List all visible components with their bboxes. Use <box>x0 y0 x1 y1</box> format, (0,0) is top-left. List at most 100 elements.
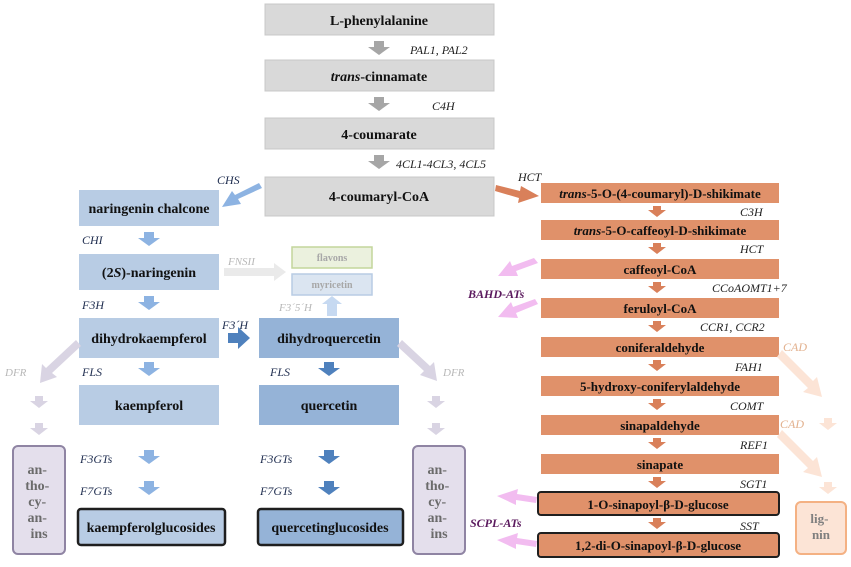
node-disinapoylglucose-box <box>537 532 780 558</box>
node-sinapoylglucose-box <box>537 491 780 516</box>
enzyme-cad-top: CAD <box>783 340 807 354</box>
enzyme-comt: COMT <box>730 399 765 413</box>
enzyme-f3h: F3H <box>81 298 105 312</box>
arrow-f35h <box>322 296 342 316</box>
arrow-f7gts-left <box>138 481 160 495</box>
arrow-dfr-right-diag <box>397 340 437 381</box>
enzyme-f3gts-right: F3GTs <box>259 452 293 466</box>
enzyme-4cl: 4CL1-4CL3, 4CL5 <box>396 157 486 171</box>
node-dihydroquercetin-box <box>259 318 399 358</box>
node-caffeoylcoa: caffeoyl-CoA <box>624 262 698 277</box>
enzyme-f35h: F3´5´H <box>278 302 313 314</box>
enzyme-ccr: CCR1, CCR2 <box>700 320 765 334</box>
node-anthocyanins-left-box <box>12 445 66 555</box>
node-naringenin-chalcone-box <box>79 190 219 226</box>
node-hydroxyconiferylaldehyde-box <box>541 376 779 396</box>
arrow-comt <box>648 399 666 410</box>
arrow-cad-top-down <box>819 418 837 430</box>
enzyme-f3prime-h: F3´H <box>221 318 249 332</box>
arrow-bahd-down <box>498 299 538 318</box>
arrow-phe-cinnamate <box>368 41 390 55</box>
node-hydroxyconiferylaldehyde: 5-hydroxy-coniferylaldehyde <box>580 379 740 394</box>
enzyme-dfr-left: DFR <box>4 367 27 379</box>
arrow-bahd-up <box>498 258 538 276</box>
node-shik1-box <box>541 183 779 203</box>
enzyme-hct-top: HCT <box>517 170 543 184</box>
node-quercetinglucosides: quercetinglucosides <box>271 521 389 536</box>
enzyme-f7gts-left: F7GTs <box>79 484 113 498</box>
node-phe: L-phenylalanine <box>330 14 428 29</box>
node-sinapaldehyde: sinapaldehyde <box>620 418 700 433</box>
arrow-sst <box>648 518 666 529</box>
arrow-f3prime-h <box>228 327 250 349</box>
node-disinapoylglucose: 1,2-di-O-sinapoyl-β-D-glucose <box>575 538 741 553</box>
arrow-f3gts-right <box>318 450 340 464</box>
node-naringenin-chalcone: naringenin chalcone <box>89 202 210 217</box>
enzyme-c3h: C3H <box>740 205 764 219</box>
enzyme-chi: CHI <box>82 233 104 247</box>
arrow-sgt1 <box>648 477 666 488</box>
node-anthocyanins-left: an- tho- cy- an- ins <box>25 463 53 542</box>
node-shik2-box <box>541 220 779 240</box>
arrow-fnsii <box>224 263 286 281</box>
arrow-hct-mid <box>648 243 666 254</box>
node-caffeoylcoa-box <box>541 259 779 279</box>
arrow-dfr-left-1 <box>30 396 48 408</box>
node-myricetin-box <box>291 273 373 296</box>
arrow-dfr-left-diag <box>40 340 81 383</box>
node-coumarate: 4-coumarate <box>341 128 416 143</box>
arrow-chs <box>222 183 262 207</box>
enzyme-ref1: REF1 <box>739 438 768 452</box>
enzyme-fls-right: FLS <box>269 365 290 379</box>
node-sinapoylglucose: 1-O-sinapoyl-β-D-glucose <box>587 497 728 512</box>
node-coumarate-box <box>264 117 495 150</box>
node-sinapaldehyde-box <box>541 415 779 435</box>
node-kaempferol: kaempferol <box>115 399 183 414</box>
arrow-fah1 <box>648 360 666 371</box>
enzyme-hct-mid: HCT <box>739 242 765 256</box>
node-coumarylcoa: 4-coumaryl-CoA <box>329 190 430 205</box>
node-cinnamate-box <box>264 59 495 92</box>
enzyme-fls-left: FLS <box>81 365 102 379</box>
arrow-c3h <box>648 206 666 217</box>
arrow-scpl-up <box>497 489 537 505</box>
node-anthocyanins-right-box <box>412 445 466 555</box>
enzyme-ccoaomt: CCoAOMT1+7 <box>712 281 788 295</box>
arrow-ccoaomt <box>648 282 666 293</box>
arrow-dfr-right-1 <box>427 396 445 408</box>
arrow-dfr-right-2 <box>427 423 445 435</box>
node-feruloylcoa: feruloyl-CoA <box>624 301 698 316</box>
enzyme-pal: PAL1, PAL2 <box>409 43 468 57</box>
node-dihydrokaempferol-box <box>79 318 219 358</box>
enzyme-fah1: FAH1 <box>734 360 763 374</box>
arrow-ref1 <box>648 438 666 449</box>
arrow-f7gts-right <box>318 481 340 495</box>
arrow-cad-bottom-down <box>819 482 837 494</box>
node-phe-box <box>264 3 495 36</box>
enzyme-f7gts-right: F7GTs <box>259 484 293 498</box>
arrow-hct-top <box>495 185 539 203</box>
node-cinnamate: trans-cinnamate <box>331 70 427 85</box>
node-quercetinglucosides-box <box>256 507 405 547</box>
arrow-cad-top <box>777 350 822 397</box>
node-kaempferol-box <box>79 385 219 425</box>
node-coniferaldehyde-box <box>541 337 779 357</box>
arrow-cad-bottom <box>777 430 822 477</box>
node-kaempferolglucosides-box <box>76 507 227 547</box>
enzyme-dfr-right: DFR <box>442 367 465 379</box>
node-flavons-box <box>291 246 373 269</box>
arrow-cinnamate-coumarate <box>368 97 390 111</box>
enzyme-chs: CHS <box>217 173 240 187</box>
arrow-f3gts-left <box>138 450 160 464</box>
arrow-scpl-down <box>497 533 537 549</box>
enzyme-bahd: BAHD-ATs <box>467 287 525 301</box>
node-flavons: flavons <box>317 253 348 264</box>
enzyme-c4h: C4H <box>432 99 456 113</box>
node-naringenin: (2S)-naringenin <box>102 266 196 281</box>
arrow-fls-left <box>138 362 160 376</box>
enzyme-fnsii: FNSII <box>227 256 256 268</box>
node-quercetin: quercetin <box>301 399 358 414</box>
node-sinapate-box <box>541 454 779 474</box>
node-anthocyanins-right: an- tho- cy- an- ins <box>425 463 453 542</box>
